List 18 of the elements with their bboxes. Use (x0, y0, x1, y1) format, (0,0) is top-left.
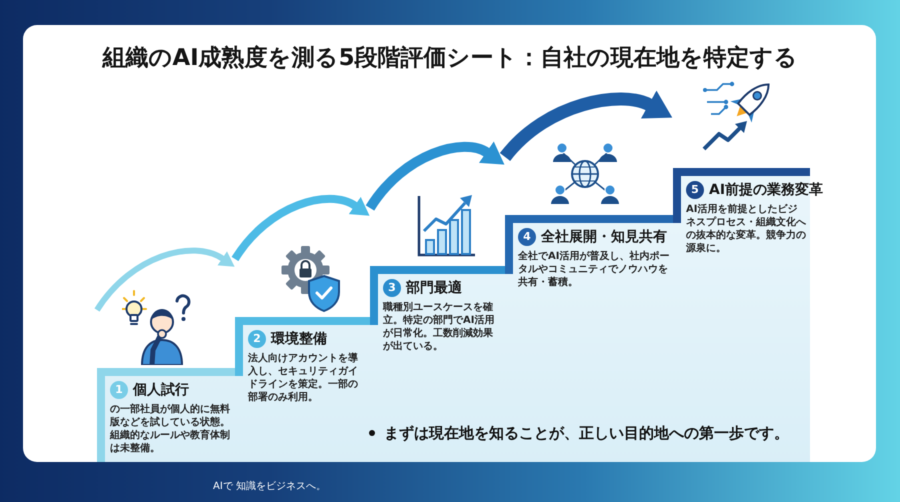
step-description: の一部社員が個人的に無料版などを試している状態。組織的なルールや教育体制は未整備。 (110, 403, 231, 455)
step-number: 1 (110, 381, 128, 399)
step-number: 4 (518, 228, 536, 246)
note-text: まずは現在地を知ることが、正しい目的地への第一歩です。 (384, 423, 789, 444)
step-heading: 部門最適 (406, 278, 462, 298)
step-heading: AI前提の業務変革 (709, 180, 824, 200)
step-description: 法人向けアカウントを導入し、セキュリティガイドラインを策定。一部の部署のみ利用。 (248, 352, 359, 404)
tagline-text: AIで 知識をビジネスへ。 (213, 480, 326, 494)
step-description: AI活用を前提としたビジネスプロセス・組織文化への抜本的な変革。競争力の源泉に。 (686, 203, 807, 255)
step-description: 全社でAI活用が普及し、社内ポータルやコミュニティでノウハウを共有・蓄積。 (518, 250, 670, 289)
step-heading: 全社展開・知見共有 (541, 228, 667, 247)
step-heading: 個人試行 (133, 381, 189, 400)
step-heading: 環境整備 (271, 330, 327, 349)
step-number: 3 (383, 279, 401, 297)
diagram-title: 組織のAI成熟度を測る5段階評価シート：自社の現在地を特定する (102, 44, 798, 73)
step-number: 5 (686, 181, 704, 199)
step-description: 職種別ユースケースを確立。特定の部門でAI活用が日常化。工数削減効果が出ている。 (383, 301, 496, 353)
step-number: 2 (248, 330, 266, 348)
